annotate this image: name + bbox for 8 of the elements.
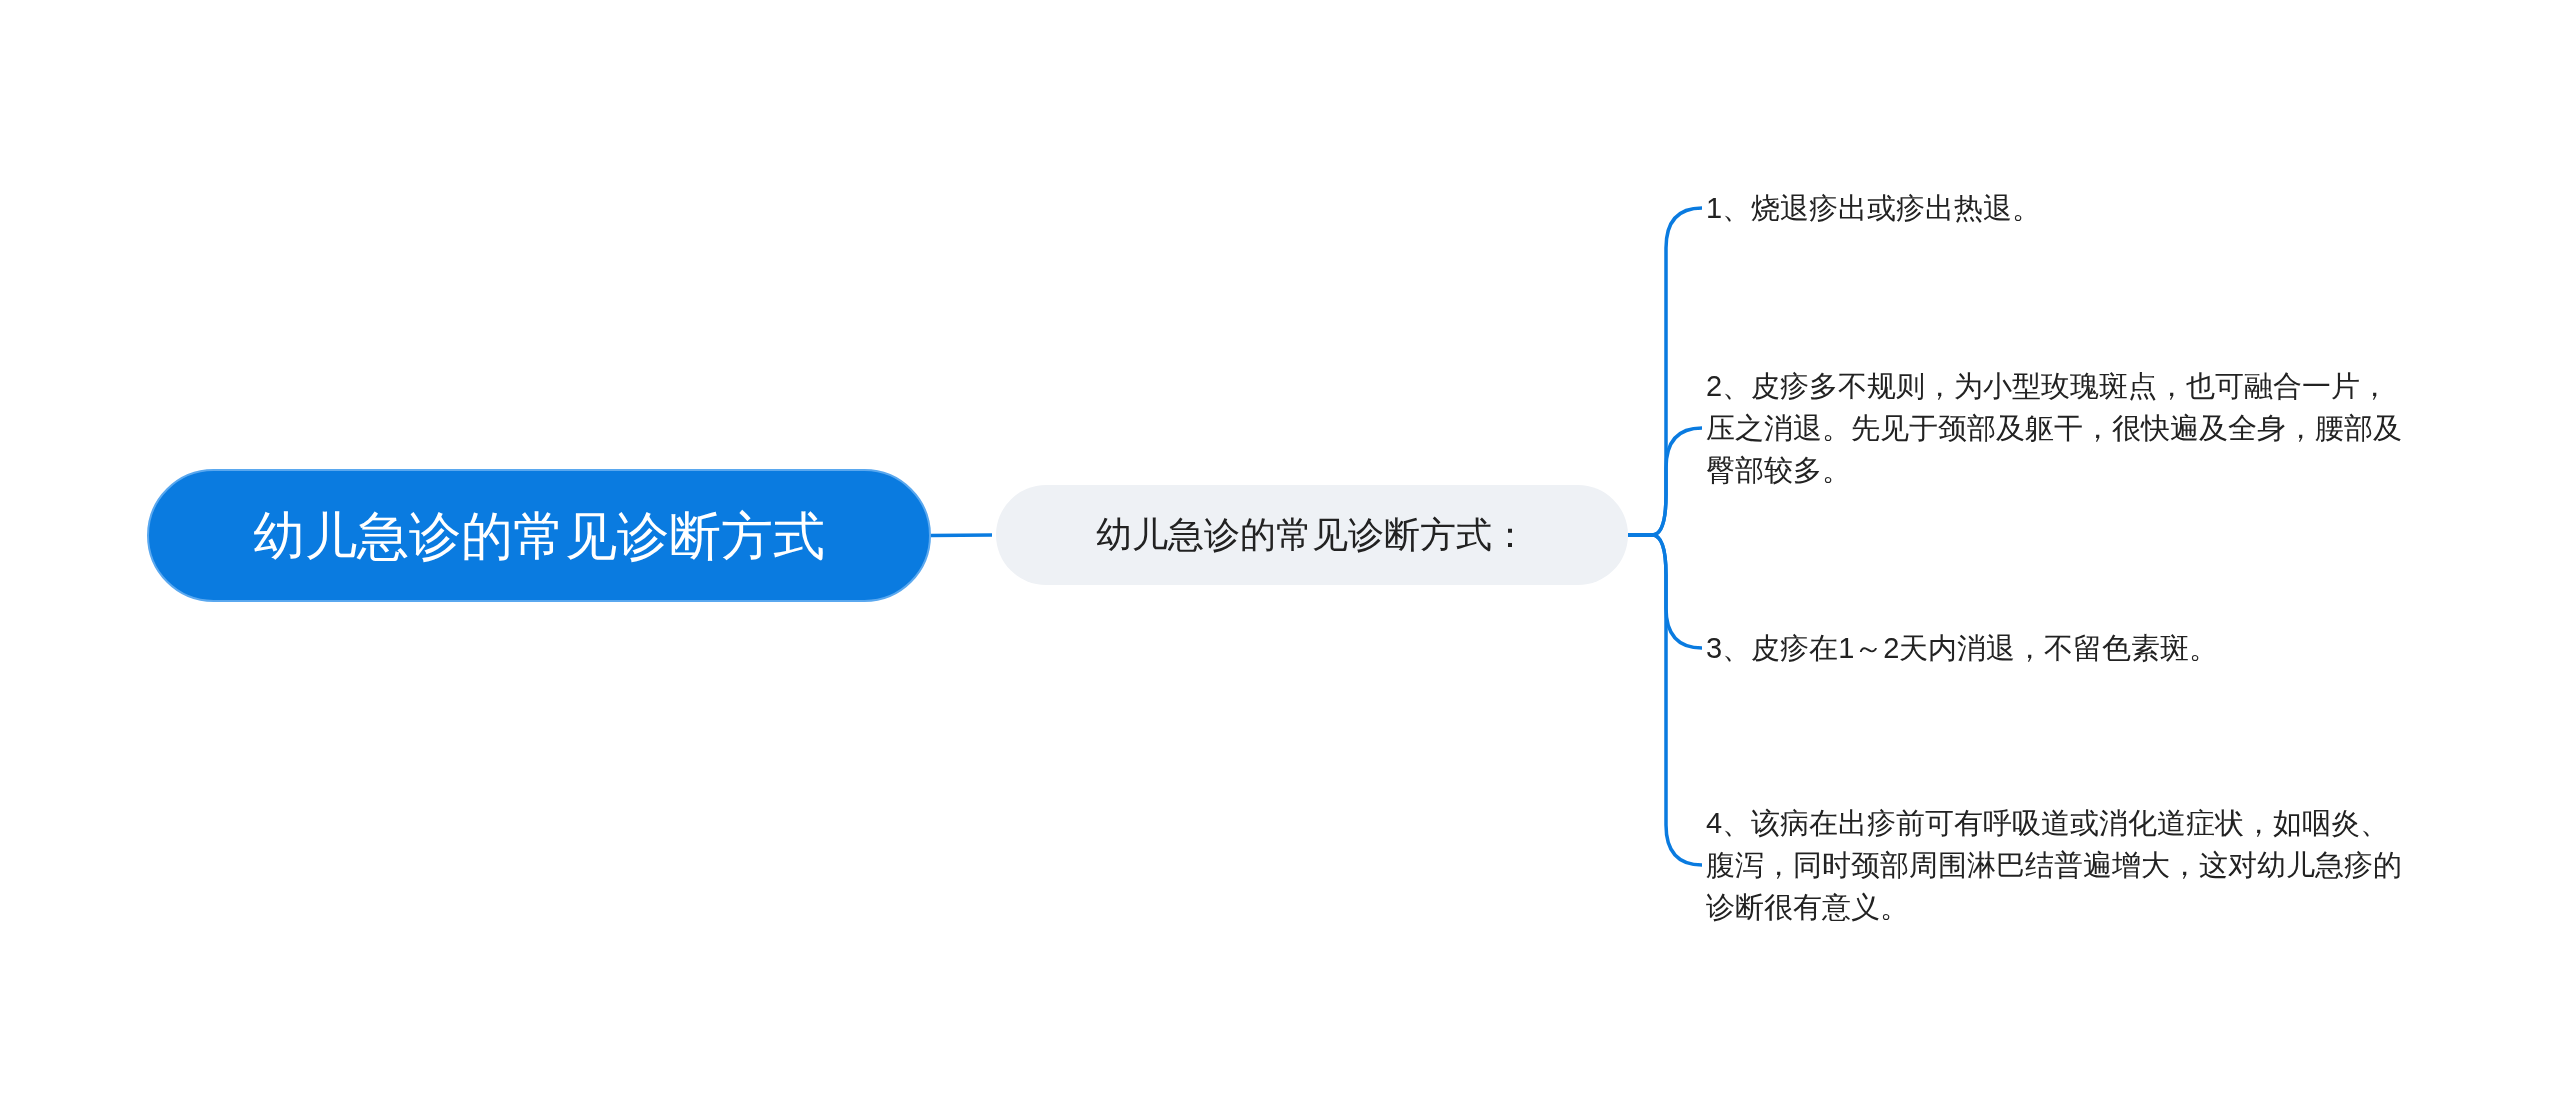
- leaf-topic: 4、该病在出疹前可有呼吸道或消化道症状，如咽炎、腹泻，同时颈部周围淋巴结普遍增大，这对幼儿急疹的诊断很有意义。: [1706, 795, 2406, 935]
- connector: [1628, 533, 1703, 867]
- branch-topic: 幼儿急诊的常见诊断方式：: [996, 485, 1628, 585]
- connector: [931, 533, 992, 538]
- leaf-topic: 2、皮疹多不规则，为小型玫瑰斑点，也可融合一片，压之消退。先见于颈部及躯干，很快遍及全身，腰部及臀部较多。: [1706, 362, 2406, 494]
- leaf-topic: 1、烧退疹出或疹出热退。: [1706, 160, 2406, 256]
- central-topic: 幼儿急诊的常见诊断方式: [147, 469, 931, 602]
- leaf-topic: 3、皮疹在1～2天内消退，不留色素斑。: [1706, 600, 2406, 696]
